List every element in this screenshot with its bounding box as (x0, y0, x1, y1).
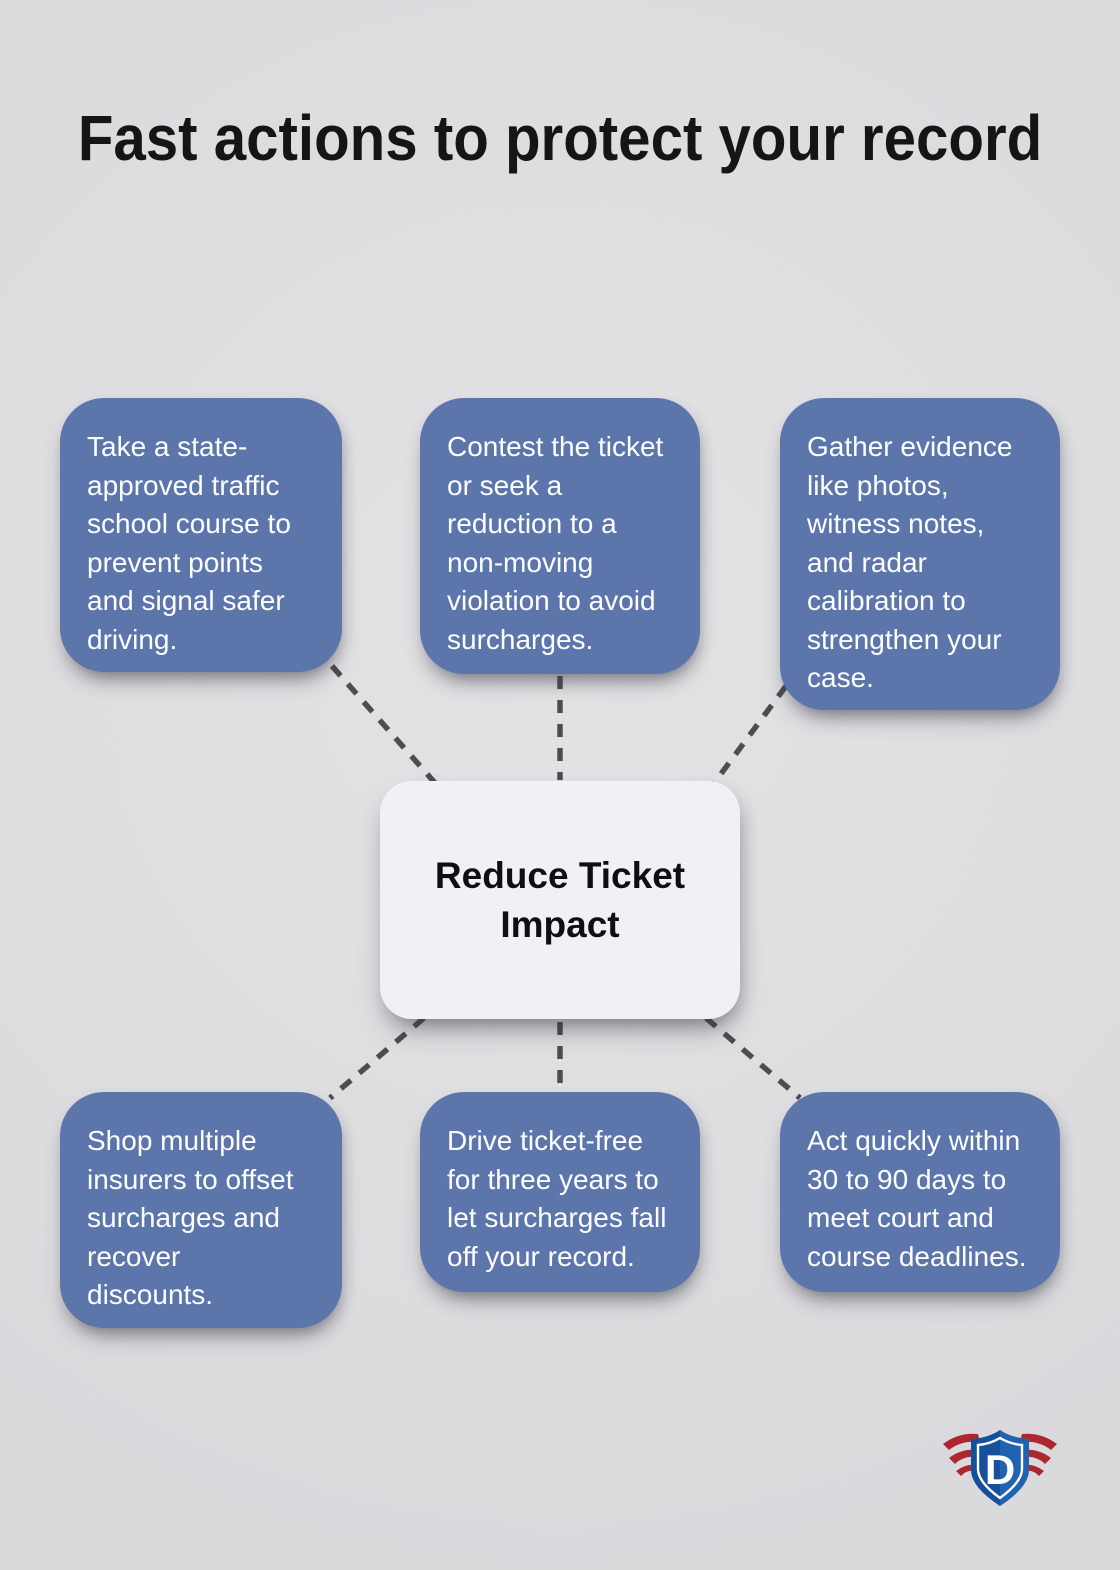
action-card-text: Shop multiple insurers to offset surchar… (87, 1125, 294, 1310)
connector-top-right (709, 684, 789, 788)
action-card-gather-evidence: Gather evidence like photos, witness not… (780, 398, 1060, 710)
connector-top-left (329, 664, 439, 786)
action-card-text: Take a state- approved traffic school co… (87, 431, 291, 655)
center-node: Reduce Ticket Impact (380, 781, 740, 1019)
action-card-text: Gather evidence like photos, witness not… (807, 431, 1013, 693)
action-card-traffic-school: Take a state- approved traffic school co… (60, 398, 342, 672)
action-card-text: Drive ticket-free for three years to let… (447, 1125, 667, 1272)
logo-letter: D (985, 1446, 1015, 1493)
action-card-text: Contest the ticket or seek a reduction t… (447, 431, 664, 655)
page-title: Fast actions to protect your record (77, 102, 1043, 174)
center-node-label: Reduce Ticket Impact (434, 855, 686, 945)
action-card-shop-insurers: Shop multiple insurers to offset surchar… (60, 1092, 342, 1328)
action-card-act-quickly: Act quickly within 30 to 90 days to meet… (780, 1092, 1060, 1292)
connector-bottom-left (328, 1015, 426, 1101)
winged-shield-logo: D (943, 1430, 1057, 1506)
connector-bottom-right (704, 1015, 802, 1101)
action-card-contest-ticket: Contest the ticket or seek a reduction t… (420, 398, 700, 674)
action-card-text: Act quickly within 30 to 90 days to meet… (807, 1125, 1027, 1272)
logo-shield-icon (971, 1430, 1029, 1506)
action-card-drive-ticket-free: Drive ticket-free for three years to let… (420, 1092, 700, 1292)
